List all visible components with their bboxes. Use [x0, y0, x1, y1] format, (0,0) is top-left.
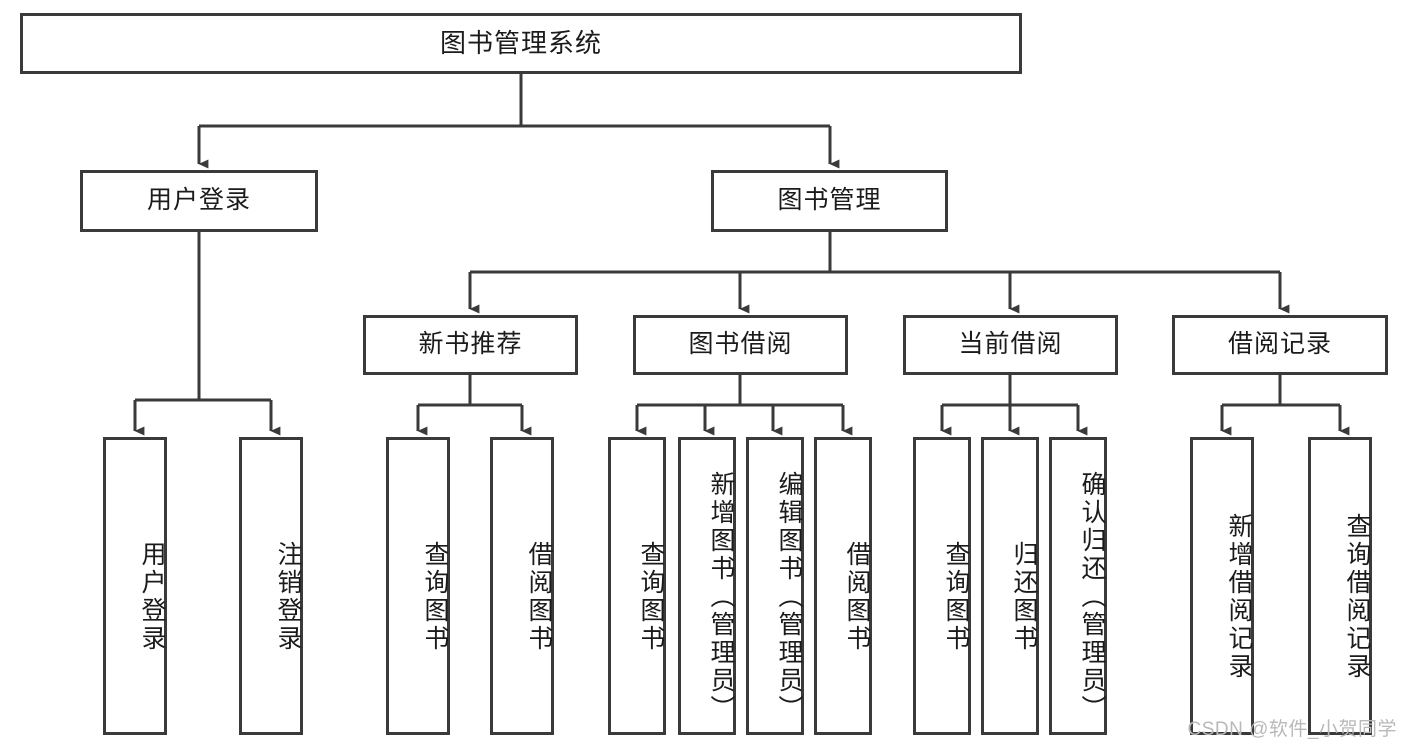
node-borrow-record[interactable]: 借阅记录 [1172, 315, 1388, 375]
leaf-borrow-record-add[interactable]: 新增借阅记录 [1190, 437, 1254, 735]
node-new-book-recommend[interactable]: 新书推荐 [363, 315, 578, 375]
leaf-current-borrow-return[interactable]: 归还图书 [981, 437, 1039, 735]
leaf-new-book-query[interactable]: 查询图书 [386, 437, 450, 735]
node-label: 确认归还（管理员） [1078, 471, 1106, 723]
leaf-book-borrow-edit[interactable]: 编辑图书（管理员） [746, 437, 804, 735]
node-label: 编辑图书（管理员） [775, 471, 803, 723]
node-label: 查询借阅记录 [1343, 513, 1371, 681]
node-root-system[interactable]: 图书管理系统 [20, 13, 1022, 74]
leaf-user-login-logout[interactable]: 注销登录 [239, 437, 303, 735]
leaf-book-borrow-query[interactable]: 查询图书 [608, 437, 666, 735]
node-label: 用户登录 [138, 541, 166, 653]
leaf-current-borrow-confirm-return[interactable]: 确认归还（管理员） [1049, 437, 1107, 735]
leaf-user-login-login[interactable]: 用户登录 [103, 437, 167, 735]
leaf-borrow-record-query[interactable]: 查询借阅记录 [1308, 437, 1372, 735]
leaf-book-borrow-add[interactable]: 新增图书（管理员） [678, 437, 736, 735]
node-label: 借阅图书 [525, 541, 553, 653]
leaf-book-borrow-borrow[interactable]: 借阅图书 [814, 437, 872, 735]
node-label: 借阅记录 [1227, 330, 1332, 359]
node-label: 查询图书 [942, 541, 970, 653]
node-label: 图书管理系统 [439, 28, 602, 59]
node-label: 图书借阅 [688, 330, 793, 359]
node-label: 查询图书 [637, 541, 665, 653]
node-label: 新增借阅记录 [1225, 513, 1253, 681]
node-current-borrow[interactable]: 当前借阅 [903, 315, 1118, 375]
node-book-management[interactable]: 图书管理 [711, 170, 948, 232]
node-label: 图书管理 [777, 186, 882, 215]
node-label: 借阅图书 [843, 541, 871, 653]
node-label: 新书推荐 [418, 330, 523, 359]
node-user-login[interactable]: 用户登录 [80, 170, 318, 232]
node-label: 查询图书 [421, 541, 449, 653]
leaf-current-borrow-query[interactable]: 查询图书 [913, 437, 971, 735]
node-label: 新增图书（管理员） [707, 471, 735, 723]
node-label: 归还图书 [1010, 541, 1038, 653]
leaf-new-book-borrow[interactable]: 借阅图书 [490, 437, 554, 735]
node-label: 用户登录 [146, 186, 251, 215]
node-book-borrow[interactable]: 图书借阅 [633, 315, 848, 375]
node-label: 当前借阅 [958, 330, 1063, 359]
node-label: 注销登录 [274, 541, 302, 653]
watermark-text: CSDN @软件_小贺同学 [1187, 719, 1397, 740]
